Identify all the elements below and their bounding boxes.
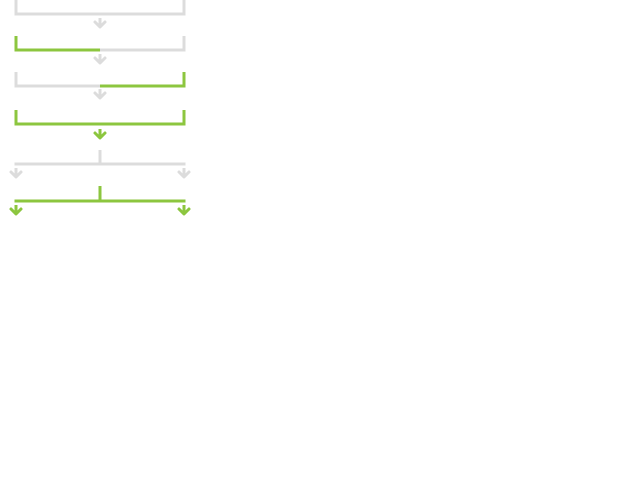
down-arrow-icon	[93, 54, 107, 65]
down-arrow-icon-head	[93, 131, 107, 140]
down-arrow-icon-head	[177, 170, 191, 179]
down-arrow-icon	[9, 168, 23, 179]
down-arrow-icon	[93, 89, 107, 100]
down-arrow-icon-head	[9, 170, 23, 179]
connector-4-merge-all-active	[14, 110, 186, 140]
connector-6-split-active	[9, 186, 191, 216]
connector-2-merge-left-active	[14, 36, 186, 65]
down-arrow-icon-head	[93, 56, 107, 65]
down-arrow-icon	[177, 168, 191, 179]
connector-3-merge-right-active	[14, 72, 186, 100]
down-arrow-icon	[9, 205, 23, 216]
down-arrow-icon	[93, 18, 107, 29]
down-arrow-icon	[93, 129, 107, 140]
down-arrow-icon-head	[177, 207, 191, 216]
down-arrow-icon-head	[93, 91, 107, 100]
connector-5-split-inactive	[9, 150, 191, 179]
connector-1-merge-inactive	[14, 0, 186, 29]
down-arrow-icon-head	[93, 20, 107, 29]
down-arrow-icon	[177, 205, 191, 216]
down-arrow-icon-head	[9, 207, 23, 216]
